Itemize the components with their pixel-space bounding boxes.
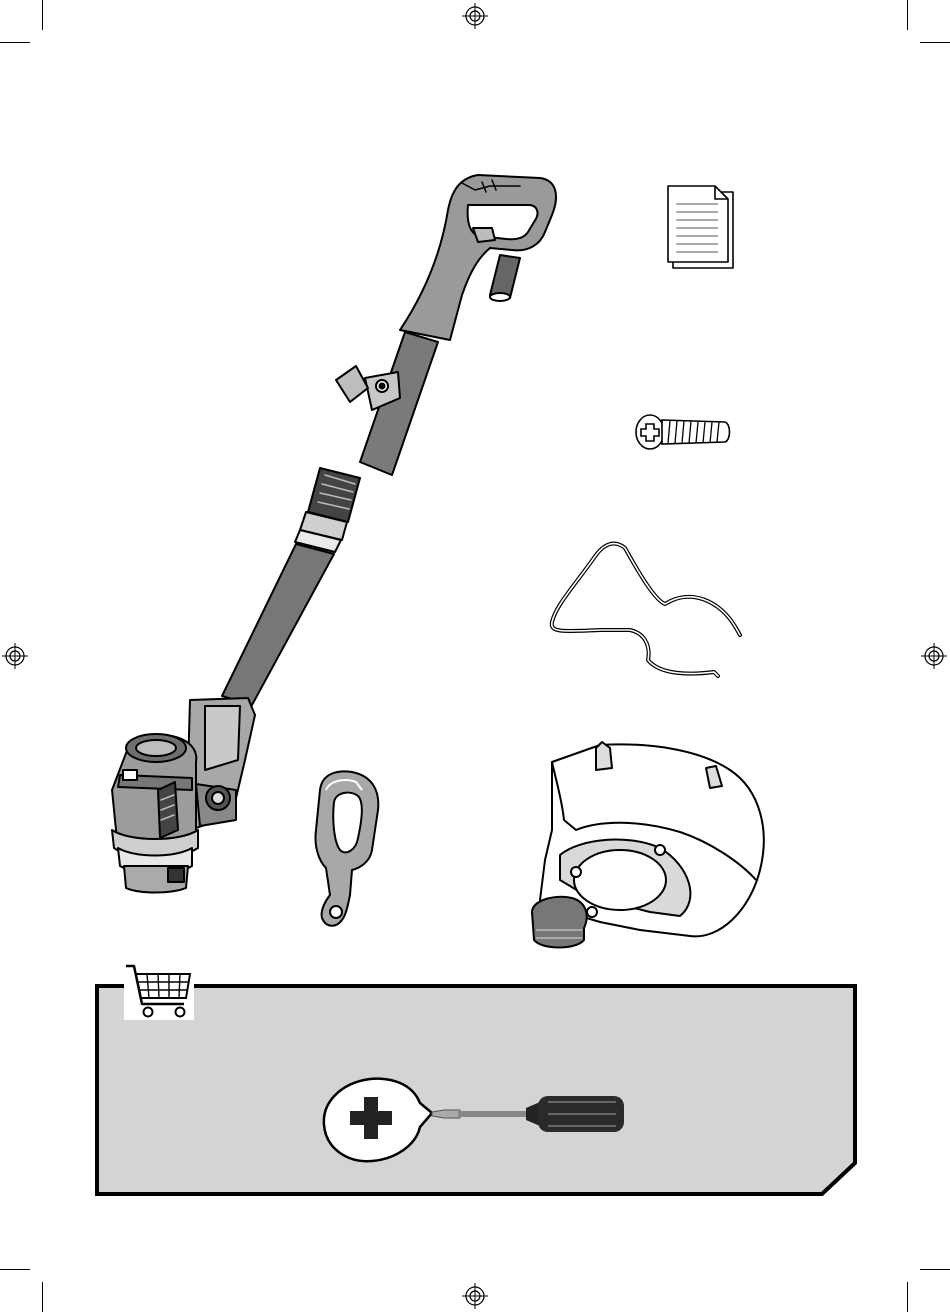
parts-illustration [0, 0, 950, 960]
shopping-cart-icon [120, 960, 196, 1022]
phillips-screw-icon [636, 415, 730, 449]
wire-guide-icon [552, 544, 740, 676]
auxiliary-handle-icon [315, 771, 378, 925]
crop-mark-icon [0, 1269, 30, 1270]
document-stack-icon [668, 186, 733, 268]
crop-mark-icon [907, 1282, 908, 1312]
registration-mark-icon [462, 1283, 488, 1309]
crop-mark-icon [920, 1269, 950, 1270]
guard-icon [532, 742, 764, 948]
phillips-screwdriver-icon [430, 1090, 630, 1140]
crop-mark-icon [42, 1282, 43, 1312]
